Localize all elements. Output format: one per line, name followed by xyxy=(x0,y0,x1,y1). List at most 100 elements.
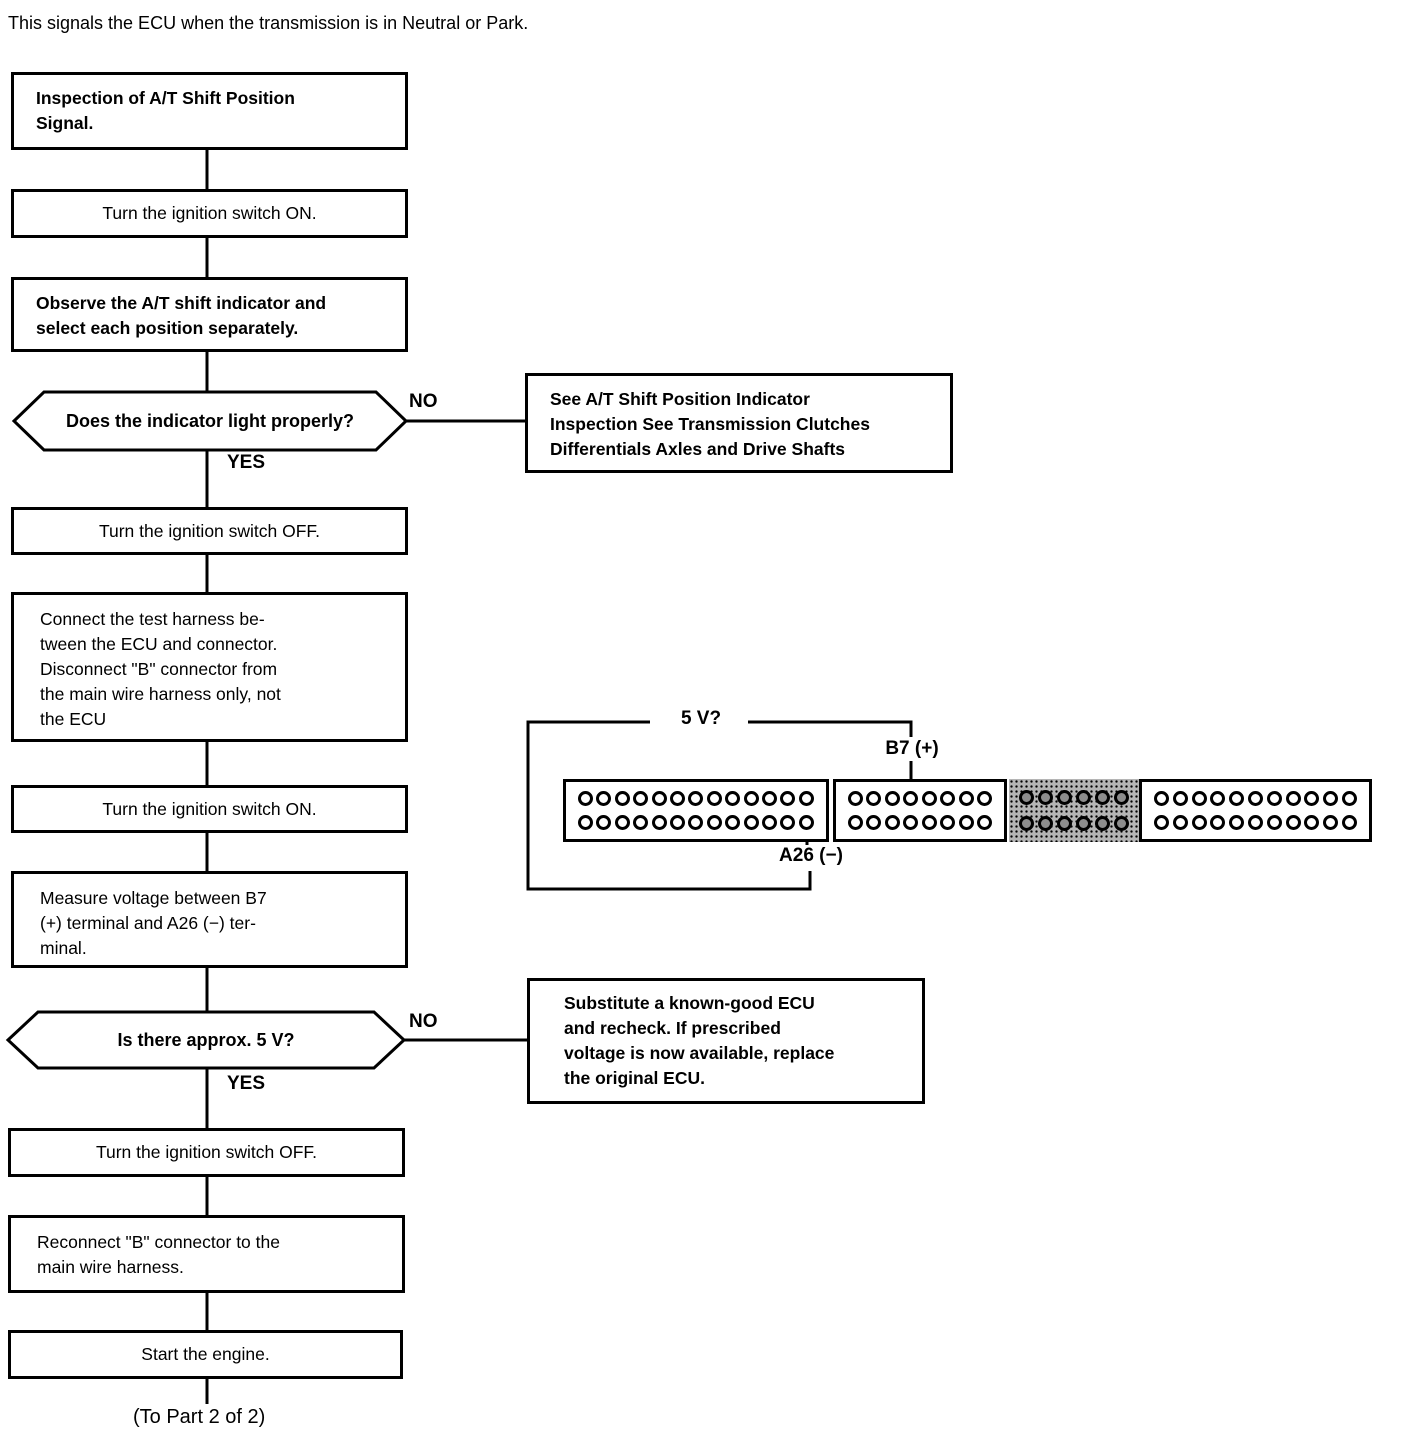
connector-pin xyxy=(1038,790,1053,805)
connector-pin xyxy=(780,791,796,806)
connector-pin xyxy=(1341,791,1357,806)
connector-pin xyxy=(1247,791,1263,806)
connector-pin xyxy=(1154,791,1169,806)
connector-pin xyxy=(762,791,778,806)
connector-pin xyxy=(1210,791,1226,806)
connector-pin xyxy=(762,815,778,830)
step-ignition-off-2: Turn the ignition switch OFF. xyxy=(8,1128,405,1177)
connector-pin xyxy=(1095,790,1110,805)
connector-pin xyxy=(903,791,919,806)
connector-pin xyxy=(633,815,649,830)
result-substitute-ecu: Substitute a known-good ECU and recheck.… xyxy=(527,978,925,1104)
no-label-2: NO xyxy=(409,1011,438,1032)
intro-text: This signals the ECU when the transmissi… xyxy=(8,13,529,33)
connector-pin xyxy=(921,815,937,830)
connector-pin xyxy=(866,815,882,830)
connector-pin xyxy=(1247,815,1263,830)
connector-pin xyxy=(1038,816,1053,831)
connector-pin xyxy=(725,815,741,830)
connector-pin xyxy=(884,815,900,830)
connector-pin xyxy=(578,791,593,806)
connector-pin xyxy=(1019,790,1034,805)
connector-pin xyxy=(1172,815,1188,830)
connector-pin xyxy=(670,791,686,806)
connector-pin xyxy=(706,815,722,830)
connector-pin xyxy=(1191,791,1207,806)
connector-pin xyxy=(633,791,649,806)
connector-pin xyxy=(1095,816,1110,831)
step-ignition-on-1: Turn the ignition switch ON. xyxy=(11,189,408,238)
connector-pin xyxy=(976,815,992,830)
connector-pin-row xyxy=(578,791,814,806)
a26-terminal-label: A26 (−) xyxy=(779,845,843,866)
voltmeter-bracket-right xyxy=(748,720,913,737)
step-ignition-off-1: Turn the ignition switch OFF. xyxy=(11,507,408,555)
connector-pin xyxy=(884,791,900,806)
connector-pin-row xyxy=(1019,790,1129,805)
connector-pin-row xyxy=(1019,816,1129,831)
connector-pin xyxy=(743,791,759,806)
yes-label-2: YES xyxy=(227,1073,266,1094)
ecu-connector-blocks xyxy=(563,779,1372,842)
connector-pin xyxy=(651,815,667,830)
decision-voltage-text: Is there approx. 5 V? xyxy=(117,1029,295,1050)
voltage-check-label: 5 V? xyxy=(680,708,722,729)
connector-pin xyxy=(798,815,814,830)
connector-pin xyxy=(1285,815,1301,830)
step-reconnect-b: Reconnect "B" connector to the main wire… xyxy=(8,1215,405,1293)
connector-pin-row xyxy=(1154,815,1357,830)
connector-pin xyxy=(848,815,863,830)
connector-pin xyxy=(1304,791,1320,806)
connector-pin xyxy=(848,791,863,806)
connector-pin xyxy=(1191,815,1207,830)
connector-pin xyxy=(1057,816,1072,831)
b7-terminal-label: B7 (+) xyxy=(885,738,939,759)
connector-pin xyxy=(1266,791,1282,806)
decision-indicator-text: Does the indicator light properly? xyxy=(65,410,355,431)
connector-pin xyxy=(614,815,630,830)
connector-block-B xyxy=(833,779,1007,842)
connector-pin xyxy=(958,791,974,806)
connector-pin xyxy=(798,791,814,806)
connector-pin xyxy=(706,791,722,806)
connector-pin xyxy=(743,815,759,830)
connector-pin xyxy=(1114,816,1129,831)
connector-pin xyxy=(614,791,630,806)
footer-continuation: (To Part 2 of 2) xyxy=(133,1406,266,1428)
connector-pin xyxy=(1114,790,1129,805)
connector-pin xyxy=(688,791,704,806)
connector-pin xyxy=(1304,815,1320,830)
no-label-1: NO xyxy=(409,391,438,412)
connector-pin xyxy=(670,815,686,830)
connector-pin-row xyxy=(848,791,992,806)
connector-pin xyxy=(1323,791,1339,806)
connector-pin xyxy=(1057,790,1072,805)
connector-pin xyxy=(866,791,882,806)
connector-pin xyxy=(1266,815,1282,830)
voltmeter-bracket-left xyxy=(526,720,812,891)
connector-pin xyxy=(940,791,956,806)
connector-pin-row xyxy=(848,815,992,830)
step-inspection-title: Inspection of A/T Shift Position Signal. xyxy=(11,72,408,150)
yes-label-1: YES xyxy=(227,452,266,473)
step-start-engine: Start the engine. xyxy=(8,1330,403,1379)
step-measure-voltage: Measure voltage between B7 (+) terminal … xyxy=(11,871,408,968)
connector-block-D-right xyxy=(1139,779,1372,842)
connector-pin xyxy=(1019,816,1034,831)
connector-pin xyxy=(1154,815,1169,830)
connector-pin xyxy=(1229,791,1245,806)
step-observe-indicator: Observe the A/T shift indicator and sele… xyxy=(11,277,408,352)
connector-pin xyxy=(688,815,704,830)
step-ignition-on-2: Turn the ignition switch ON. xyxy=(11,785,408,833)
connector-pin xyxy=(596,791,612,806)
connector-pin xyxy=(1076,790,1091,805)
connector-pin xyxy=(1229,815,1245,830)
connector-pin xyxy=(1076,816,1091,831)
connector-block-A-left xyxy=(563,779,829,842)
connector-pin-row xyxy=(578,815,814,830)
connector-pin xyxy=(903,815,919,830)
connector-pin xyxy=(1341,815,1357,830)
connector-pin xyxy=(725,791,741,806)
